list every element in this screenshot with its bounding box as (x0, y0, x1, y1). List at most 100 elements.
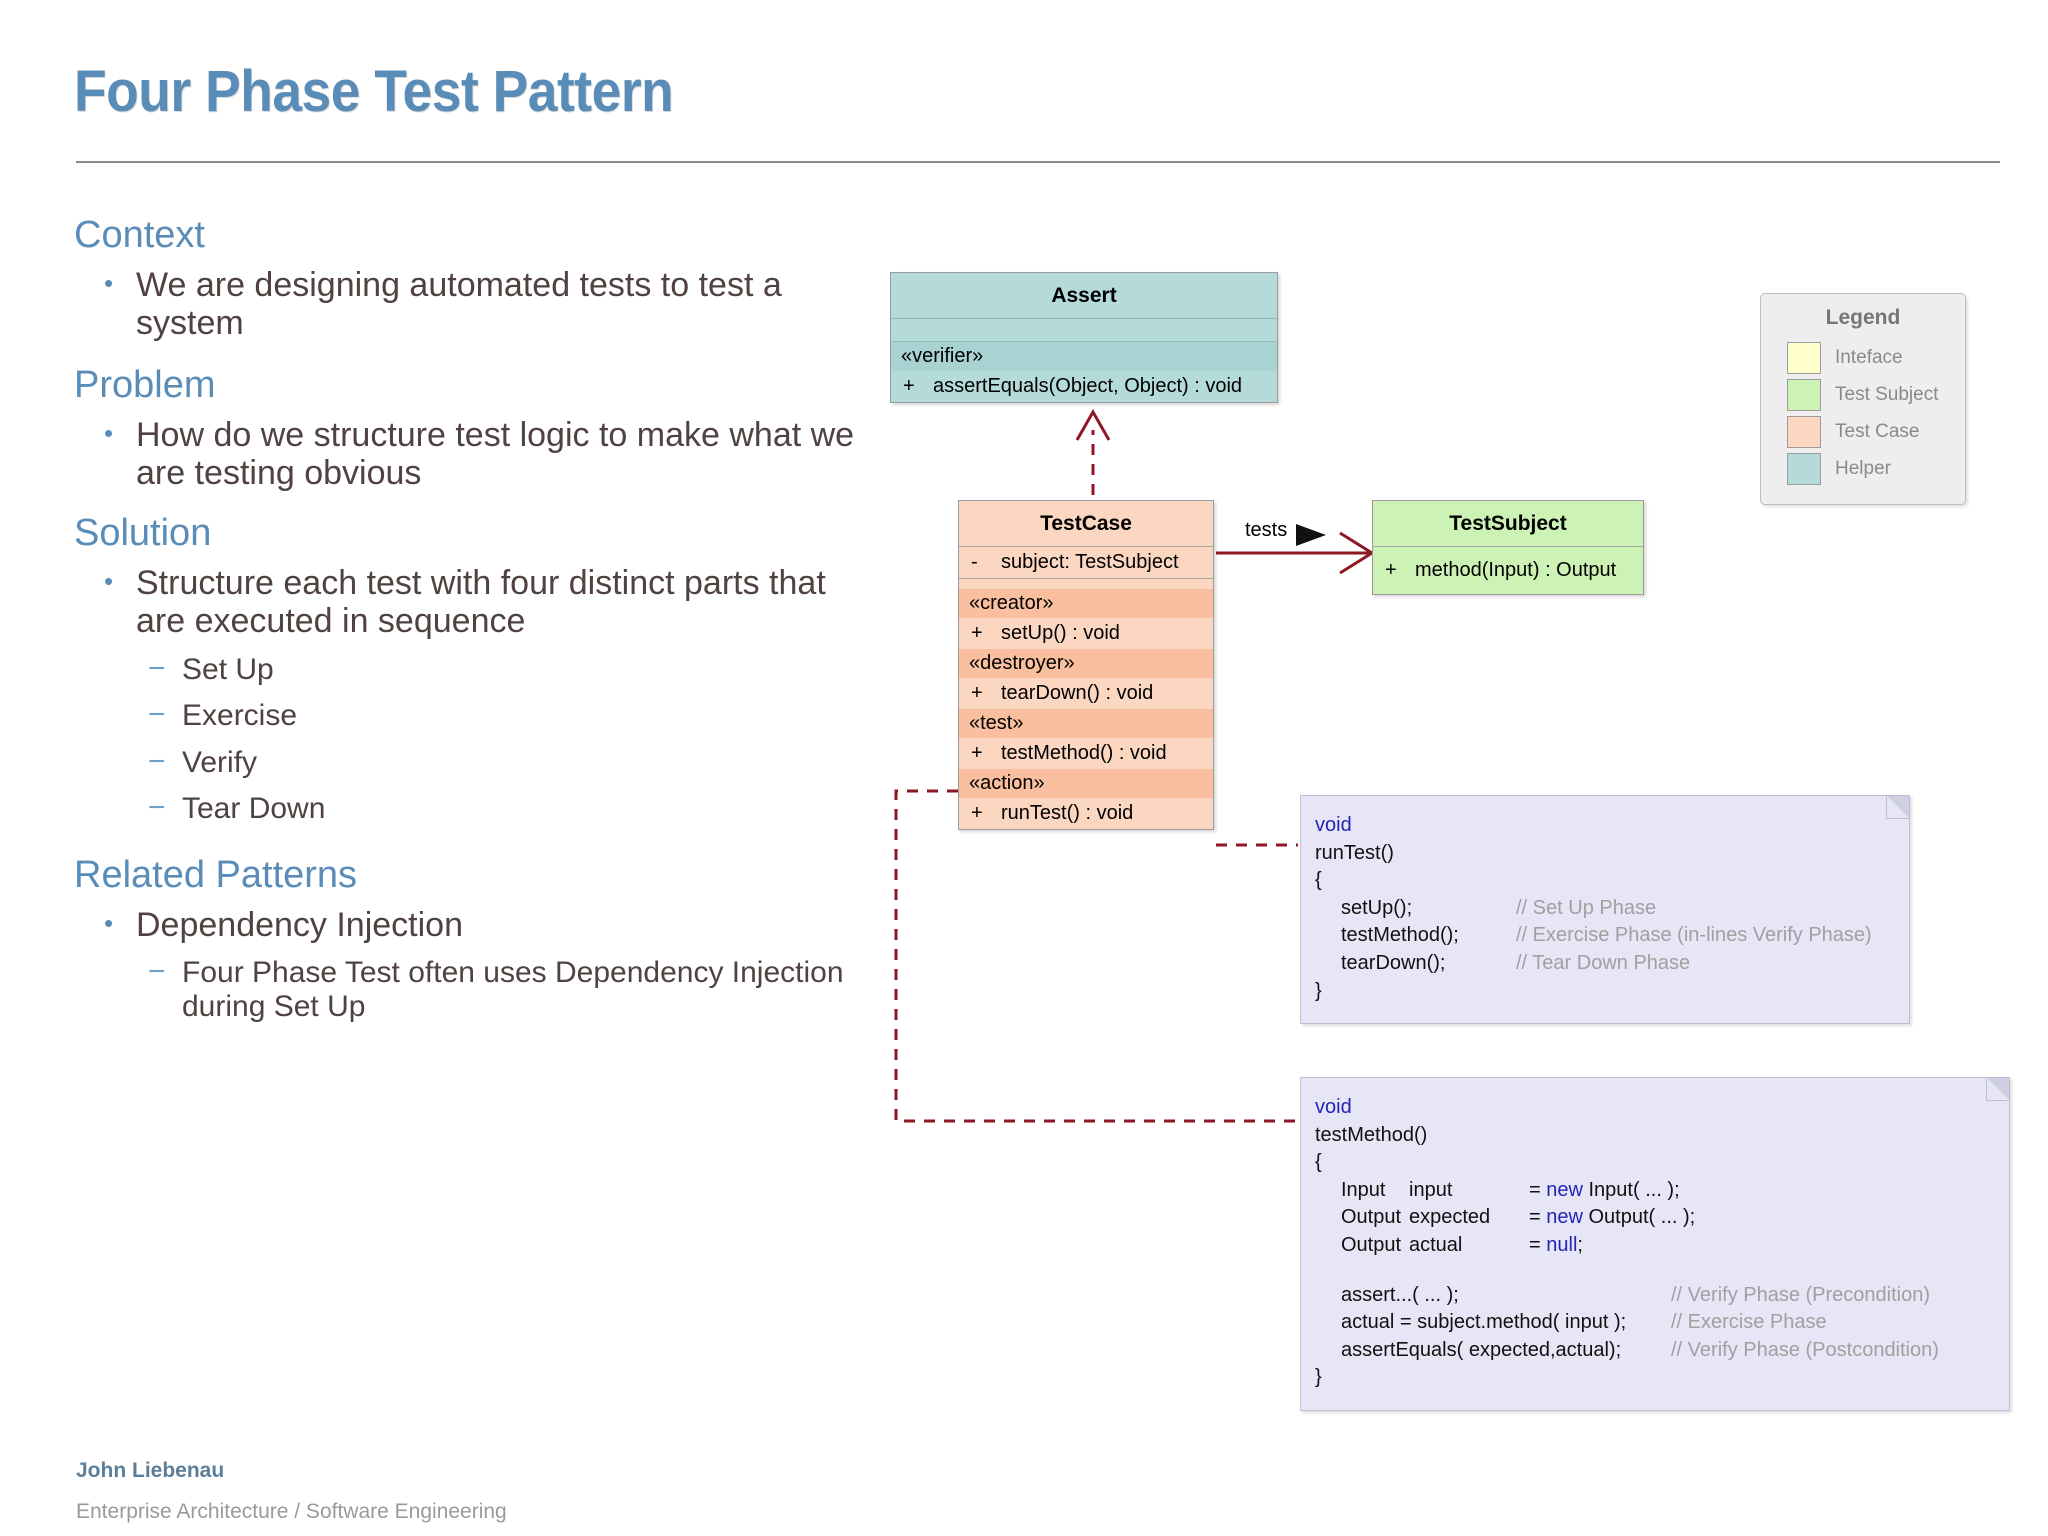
bullet-item: • We are designing automated tests to te… (104, 266, 864, 343)
legend-title: Legend (1825, 306, 1901, 329)
bullet-dot-icon: • (104, 417, 114, 448)
stereotype-creator: «creator» (959, 589, 1213, 618)
attribute-signature: subject: TestSubject (1001, 551, 1179, 573)
code-line: void (1315, 812, 1891, 840)
operation-signature: tearDown() : void (1001, 682, 1154, 704)
code-blank-line (1315, 1260, 1991, 1282)
uml-class-testcase[interactable]: TestCase - subject: TestSubject «creator»… (958, 500, 1214, 830)
legend-item-test-subject: Test Subject (1787, 379, 1965, 411)
stereotype-action: «action» (959, 769, 1213, 798)
legend-label: Inteface (1835, 347, 1903, 368)
bullet-dash-icon: − (148, 651, 166, 685)
page-title: Four Phase Test Pattern (74, 59, 674, 124)
sub-bullet-item: − Tear Down (148, 792, 864, 827)
code-line: testMethod();// Exercise Phase (in-lines… (1315, 922, 1891, 950)
bullet-text: How do we structure test logic to make w… (136, 415, 855, 493)
code-comment: // Set Up Phase (1516, 896, 1657, 919)
class-separator (959, 546, 1213, 547)
sub-bullet-text: Tear Down (182, 792, 326, 826)
operation-method: + method(Input) : Output (1373, 547, 1643, 594)
code-comment: // Verify Phase (Precondition) (1671, 1283, 1931, 1306)
bullet-dot-icon: • (104, 907, 114, 938)
decl-equals: = (1529, 1233, 1547, 1256)
keyword-void: void (1315, 1096, 1352, 1118)
decl-type: Output (1341, 1233, 1402, 1256)
class-separator (891, 318, 1277, 319)
code-statement: actual = subject.method( input ); (1341, 1311, 1627, 1334)
visibility-marker: - (971, 551, 978, 573)
code-statement: testMethod(); (1341, 924, 1459, 947)
class-separator (891, 341, 1277, 342)
class-name-testsubject: TestSubject (1449, 512, 1567, 535)
class-name-testcase: TestCase (1040, 512, 1132, 535)
code-line: { (1315, 1151, 1322, 1174)
visibility-marker: + (971, 802, 983, 824)
code-line: { (1315, 869, 1322, 892)
sub-bullet-text: Exercise (182, 699, 298, 733)
uml-class-testsubject[interactable]: TestSubject + method(Input) : Output (1372, 500, 1644, 595)
operation-signature: setUp() : void (1001, 622, 1120, 644)
bullet-text: We are designing automated tests to test… (136, 266, 782, 343)
uml-note-runtest[interactable]: void runTest() { setUp();// Set Up Phase… (1300, 795, 1910, 1025)
bullet-item: • How do we structure test logic to make… (104, 416, 864, 493)
uml-class-assert[interactable]: Assert «verifier» +assertEquals(Object, … (890, 272, 1278, 403)
decl-type: Input (1341, 1178, 1386, 1201)
decl-variable: input (1409, 1178, 1453, 1201)
section-heading-problem: Problem (74, 363, 216, 406)
code-line: } (1315, 1366, 1322, 1389)
attributes-compartment-empty (891, 319, 1277, 341)
keyword-null: null (1546, 1233, 1578, 1256)
section-heading-solution: Solution (74, 511, 212, 554)
section-heading-context: Context (74, 214, 205, 256)
operation-signature: runTest() : void (1001, 802, 1134, 824)
bullet-dash-icon: − (148, 791, 166, 825)
legend-label: Test Subject (1835, 384, 1939, 405)
operation-signature: method(Input) : Output (1415, 559, 1617, 581)
footer-subtitle: Enterprise Architecture / Software Engin… (76, 1500, 507, 1523)
decl-initializer: Input( ... ); (1588, 1178, 1680, 1201)
stereotype-destroyer: «destroyer» (959, 649, 1213, 678)
bullet-item: • Structure each test with four distinct… (104, 564, 864, 641)
sub-bullet-item: − Verify (148, 746, 864, 781)
visibility-marker: + (903, 375, 915, 397)
code-line: assert...( ... ); // Verify Phase (Precon… (1315, 1282, 1991, 1310)
association-direction-triangle-icon (1296, 524, 1326, 546)
operation-setup: + setUp() : void (959, 618, 1213, 649)
code-line: assertEquals( expected,actual);// Verify… (1315, 1337, 1991, 1365)
sub-bullet-text: Four Phase Test often uses Dependency In… (182, 955, 844, 1024)
note-connector-testmethod (894, 789, 1298, 1123)
decl-variable: actual (1409, 1233, 1463, 1256)
sub-bullet-item: − Four Phase Test often uses Dependency … (148, 956, 864, 1025)
stereotype-verifier: «verifier» (891, 342, 1277, 371)
association-label-tests: tests (1245, 519, 1288, 541)
operation-signature: assertEquals(Object, Object) : void (933, 375, 1243, 397)
visibility-marker: + (1385, 559, 1397, 581)
legend-swatch-test-case (1787, 416, 1821, 448)
dependency-arrowhead-icon (1075, 408, 1111, 441)
bullet-dash-icon: − (148, 698, 166, 732)
visibility-marker: + (971, 742, 983, 764)
bullet-text: Dependency Injection (136, 905, 464, 944)
sub-bullet-text: Verify (182, 745, 258, 779)
title-divider (76, 161, 2000, 163)
visibility-marker: + (971, 622, 983, 644)
code-comment: // Tear Down Phase (1516, 951, 1691, 974)
class-separator (959, 578, 1213, 579)
operations-compartment-spacer (959, 579, 1213, 589)
legend-swatch-test-subject (1787, 379, 1821, 411)
operation-teardown: +tearDown() : void (959, 678, 1213, 709)
footer-author-name: John Liebenau (76, 1459, 225, 1482)
code-line: testMethod() (1315, 1123, 1428, 1146)
code-statement: assert...( ... ); (1341, 1283, 1459, 1306)
code-statement: assertEquals( expected,actual); (1341, 1338, 1622, 1361)
code-line: runTest() (1315, 841, 1394, 864)
section-heading-related-patterns: Related Patterns (74, 853, 358, 896)
decl-equals: = (1529, 1178, 1547, 1201)
sub-bullet-text: Set Up (182, 652, 274, 686)
operation-runtest: + runTest() : void (959, 798, 1213, 829)
decl-equals: = (1529, 1206, 1547, 1229)
bullet-item: • Dependency Injection (104, 906, 864, 944)
